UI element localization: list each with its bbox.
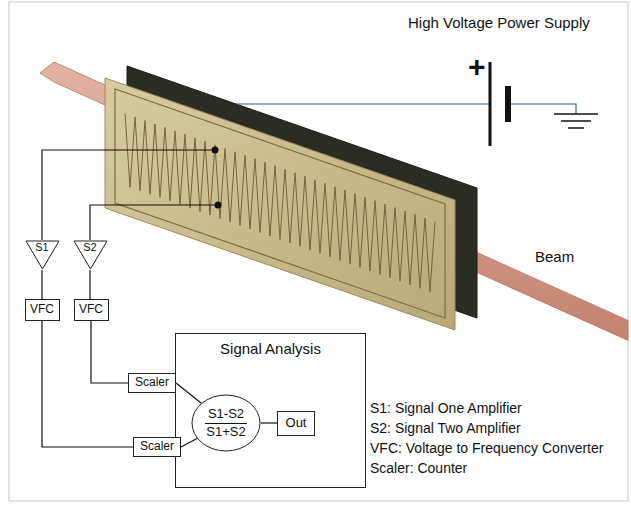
signal-wire xyxy=(42,150,215,240)
analysis-panel: Signal AnalysisScalerScalerS1-S2S1+S2Out xyxy=(175,333,366,488)
output-box: Out xyxy=(277,411,315,436)
pickup-dot xyxy=(215,202,222,209)
connector-wire xyxy=(261,422,277,423)
beam-strip xyxy=(40,62,628,340)
supply-wire xyxy=(236,103,490,104)
triangle-shape xyxy=(74,241,107,269)
node-text: S1+S2 xyxy=(203,424,248,440)
polarity-sign: + xyxy=(468,50,486,85)
connector-wire xyxy=(41,270,42,299)
key-line: S1: Signal One Amplifier xyxy=(370,400,522,416)
amplifier-triangle: S2 xyxy=(73,240,108,270)
node-text: S1 xyxy=(25,241,60,254)
node-text: Out xyxy=(286,416,307,431)
connector-wire xyxy=(42,321,133,447)
ground-symbol xyxy=(568,127,584,129)
scaler-box: Scaler xyxy=(133,437,181,457)
key-line: VFC: Voltage to Frequency Converter xyxy=(370,440,603,456)
circle-shape xyxy=(192,395,260,451)
pickup-dot xyxy=(212,147,219,154)
converter-box: VFC xyxy=(74,299,109,321)
plate-inner-border xyxy=(115,89,445,318)
ground-symbol xyxy=(554,113,598,115)
frame-border xyxy=(9,2,628,501)
electrode-zigzag xyxy=(125,113,435,291)
node-text: S1-S2 xyxy=(205,407,247,424)
battery-long-plate xyxy=(489,62,492,146)
node-text: Scaler xyxy=(135,376,169,390)
node-text: VFC xyxy=(79,303,103,317)
converter-box: VFC xyxy=(25,299,60,321)
connector-wire xyxy=(89,270,90,299)
ground-wire xyxy=(511,104,576,114)
signal-wire xyxy=(90,205,218,240)
ratio-circle: S1-S2S1+S2 xyxy=(191,394,261,452)
connector-wire xyxy=(176,383,202,403)
connector-wire xyxy=(91,321,128,383)
electrode-zigzag-group xyxy=(125,113,435,291)
node-text: S2 xyxy=(73,241,108,254)
ground-symbol xyxy=(561,120,591,122)
triangle-shape xyxy=(26,241,59,269)
beam-label: Beam xyxy=(535,248,574,265)
key-line: Scaler: Counter xyxy=(370,460,467,476)
key-line: S2: Signal Two Amplifier xyxy=(370,420,521,436)
supply-title: High Voltage Power Supply xyxy=(408,14,590,31)
node-text: Scaler xyxy=(140,440,174,454)
battery-short-plate xyxy=(505,86,511,122)
front-plate xyxy=(105,78,455,330)
node-text: VFC xyxy=(30,303,54,317)
node-text: Signal Analysis xyxy=(176,340,365,357)
amplifier-triangle: S1 xyxy=(25,240,60,270)
connector-wire xyxy=(181,438,197,447)
scaler-box: Scaler xyxy=(128,373,176,393)
